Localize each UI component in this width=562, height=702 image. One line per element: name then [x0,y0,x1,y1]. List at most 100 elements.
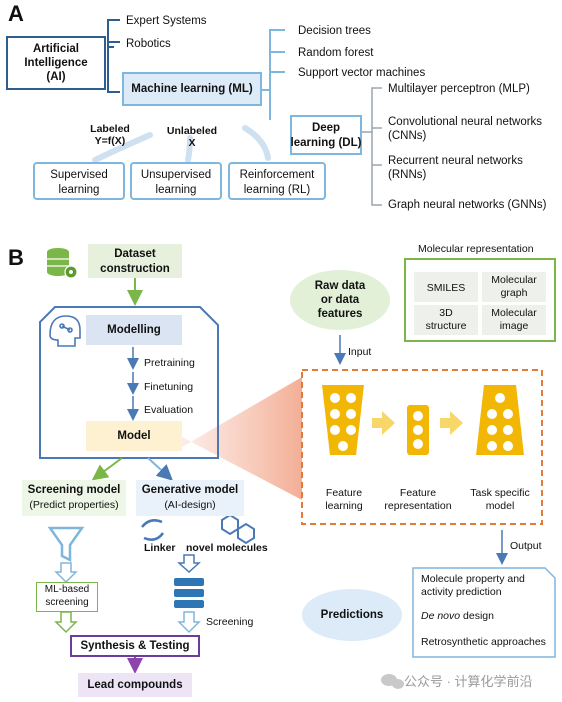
mol-rep-smiles: SMILES [426,282,466,294]
mol-rep-image-line2: image [499,320,529,332]
screening-model-line1: Screening model [27,484,121,496]
modelling-box [86,315,182,345]
ai-branch-expert-systems: Expert Systems [126,15,207,27]
ai-label-line2: Intelligence [24,57,88,69]
generative-model-line1: Generative model [141,484,239,496]
dataset-box [88,244,182,278]
ml-screening-line2: screening [45,597,89,608]
generative-model-line2: (AI-design) [164,499,216,511]
paradigm-box-supervised [33,162,125,200]
dl-method-rnn-line1: Recurrent neural networks [388,155,523,167]
dl-box [290,115,362,155]
screening-model-line2: (Predict properties) [29,499,119,511]
paradigm-reinforcement-line2: learning (RL) [243,184,311,196]
arrow-to-generative [147,457,173,481]
novel-molecules-label: novel molecules [186,542,268,554]
dataset-line1: Dataset [114,248,156,260]
screening-model-box [22,480,126,516]
ai-label-line1: Artificial [32,43,79,55]
synthesis-box [70,635,200,657]
nn-label-2-line1: Feature [399,487,437,499]
arrow-db-synthesis [177,611,201,634]
labeled-line1: Labeled [90,123,130,135]
raw-line1: Raw data [314,280,366,292]
nn-layer-3 [476,385,524,455]
outcome-3: Retrosynthetic approaches [421,636,546,648]
linker-icon [141,519,165,541]
output-label: Output [510,540,542,552]
paradigm-box-reinforcement [228,162,326,200]
ml-method-random-forest: Random forest [298,47,374,59]
nn-layer-2 [407,405,429,455]
nn-label-1-line1: Feature [325,487,363,499]
mol-rep-graph-line2: graph [500,287,528,299]
outcome-1-line2: activity prediction [421,586,502,598]
panel-b-letter: B [8,245,24,270]
input-label: Input [348,346,372,358]
ml-bracket [262,29,285,120]
paradigm-arrows [92,125,271,163]
ai-bracket [107,19,120,93]
arrow-to-screening [91,457,123,481]
dl-label-line1: Deep [311,122,341,134]
step-pretraining: Pretraining [144,357,195,369]
outcomes-box [412,567,556,658]
funnel-icon [47,526,85,563]
dl-method-cnn-line2: (CNNs) [388,130,427,142]
unlabeled-line2: X [188,137,196,149]
dl-method-rnn-line2: (RNNs) [388,169,427,181]
dataset-line2: construction [100,263,170,275]
ai-box [6,36,106,90]
mol-rep-cell-image [482,305,546,335]
dl-method-gnn: Graph neural networks (GNNs) [388,199,547,211]
model-box [86,421,182,451]
nn-label-3-line1: Task specific [470,487,530,499]
generative-model-box [136,480,244,516]
linker-label: Linker [144,542,176,554]
unlabeled-line1: Unlabeled [166,125,218,137]
step-finetuning: Finetuning [144,381,194,393]
arrow-funnel-mlscreen [54,562,78,584]
modelling-label: Modelling [107,324,161,336]
dl-method-mlp: Multilayer perceptron (MLP) [388,83,530,95]
ml-label: Machine learning (ML) [131,83,253,95]
predictions-ellipse [302,589,402,641]
watermark: 公众号 · 计算化学前沿 [404,674,533,689]
arrow-mlscreen-synthesis [54,611,78,634]
mol-rep-title: Molecular representation [418,243,534,255]
arrow-generative-db [177,554,201,574]
nn-arrow-2 [440,411,463,435]
lead-box [78,673,192,697]
dl-method-cnn-line1: Convolutional neural networks [388,116,543,128]
nn-label-3-line2: model [485,500,515,512]
paradigm-reinforcement-line1: Reinforcement [239,169,315,181]
dl-bracket [362,87,382,206]
ai-head-icon [49,315,81,347]
screening-label: Screening [206,616,254,628]
nn-arrow-1 [372,411,395,435]
wechat-icon [381,674,404,689]
nn-layer-1 [322,385,364,455]
raw-line2: or data [320,294,360,306]
database-icon [174,578,204,608]
mol-rep-graph-line1: Molecular [491,274,537,286]
zoom-beam [182,377,302,500]
labeled-line2: Y=f(X) [94,135,126,147]
ml-method-svm: Support vector machines [298,67,426,79]
outcome-1-line1: Molecule property and [421,573,525,585]
step-evaluation: Evaluation [144,404,194,416]
raw-data-ellipse [290,270,390,330]
model-label: Model [117,430,151,442]
paradigm-supervised-line1: Supervised [50,169,108,181]
outcome-2: De novo design [421,610,494,623]
nn-label-1-line2: learning [325,500,363,512]
ml-screening-line1: ML-based [44,584,90,595]
database-gear-icon [47,248,78,279]
ml-screening-box [36,582,98,612]
mol-rep-image-line1: Molecular [491,307,537,319]
ai-branch-robotics: Robotics [126,38,171,50]
modelling-frame [39,306,219,459]
mol-rep-3d-line2: structure [425,320,467,332]
panel-a-letter: A [8,1,24,26]
